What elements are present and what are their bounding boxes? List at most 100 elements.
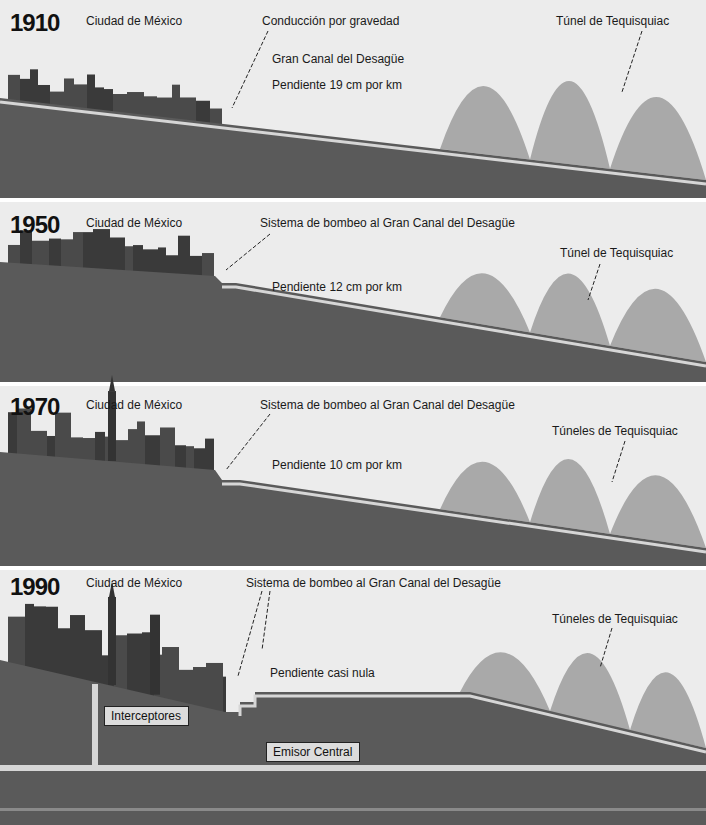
city-building: [8, 245, 20, 265]
city-tower: [150, 615, 160, 695]
year-label: 1910: [10, 10, 59, 36]
city-building: [70, 615, 85, 682]
city-building: [49, 239, 61, 268]
text-label: Ciudad de México: [86, 14, 182, 28]
city-building: [145, 435, 160, 467]
year-label: 1990: [10, 574, 59, 600]
city-building: [31, 431, 47, 458]
city-building: [158, 247, 166, 274]
label-box: Emisor Central: [266, 742, 360, 762]
text-label: Pendiente 19 cm por km: [272, 78, 402, 92]
city-building: [93, 229, 110, 271]
city-building: [83, 232, 93, 270]
text-label: Pendiente 12 cm por km: [272, 280, 402, 294]
city-building: [87, 74, 95, 111]
text-label: Túneles de Tequisquiac: [552, 424, 678, 438]
text-label: Túneles de Tequisquiac: [552, 612, 678, 626]
city-building: [194, 448, 205, 471]
city-building: [85, 630, 102, 685]
city-building: [125, 246, 133, 272]
city-building: [190, 256, 202, 277]
city-building: [205, 439, 214, 472]
emisor-tunnel: [0, 765, 706, 771]
city-building: [137, 421, 145, 466]
leader-line: [238, 591, 262, 676]
city-building: [61, 239, 73, 268]
text-label: Pendiente 10 cm por km: [272, 458, 402, 472]
city-building: [58, 628, 70, 678]
city-building: [114, 440, 128, 465]
city-building: [34, 606, 46, 672]
ground: [0, 262, 706, 382]
tower-spire: [109, 375, 115, 391]
city-building: [95, 87, 104, 112]
deep-layer: [0, 808, 706, 811]
city-building: [133, 245, 143, 273]
leader-line: [226, 234, 270, 270]
box-text: Emisor Central: [273, 745, 353, 759]
leader-line: [612, 441, 625, 482]
canal-band: [222, 287, 706, 366]
box-text: Interceptores: [111, 709, 182, 723]
city-building: [95, 432, 105, 463]
city-building: [8, 75, 20, 102]
text-label: Túnel de Tequisquiac: [560, 246, 673, 260]
city-building: [179, 670, 193, 707]
city-building: [175, 445, 186, 469]
ground: [0, 98, 706, 198]
city-building: [47, 436, 55, 459]
city-building: [127, 634, 142, 695]
ground: [0, 452, 706, 566]
city-building: [110, 237, 125, 272]
city-building: [20, 79, 30, 104]
city-building: [160, 427, 175, 468]
leader-line: [262, 591, 270, 650]
leader-line: [588, 264, 600, 300]
city-building: [104, 89, 113, 113]
ground: [0, 660, 706, 825]
city-building: [73, 232, 83, 269]
sky-panel: [0, 570, 706, 825]
city-building: [83, 438, 95, 462]
city-building: [30, 69, 38, 104]
text-label: Sistema de bombeo al Gran Canal del Desa…: [260, 398, 515, 412]
city-building: [166, 255, 178, 275]
text-label: Ciudad de México: [86, 216, 182, 230]
city-building: [178, 236, 190, 277]
leader-line: [232, 31, 268, 108]
city-building: [46, 607, 58, 676]
sky-panel: [0, 386, 706, 566]
canal-band: [0, 102, 706, 184]
city-building: [25, 604, 34, 670]
leader-line: [622, 31, 642, 92]
city-building: [64, 78, 74, 108]
city-building: [202, 253, 214, 278]
year-label: 1970: [10, 394, 59, 420]
text-label: Sistema de bombeo al Gran Canal del Desa…: [246, 576, 501, 590]
city-building: [193, 667, 206, 710]
city-building: [196, 101, 210, 125]
text-label: Pendiente casi nula: [270, 666, 375, 680]
city-building: [74, 84, 87, 110]
city-building: [127, 92, 144, 117]
city-building: [206, 663, 223, 714]
city-building: [8, 617, 25, 668]
city-tower: [108, 597, 116, 685]
sky-panel: [0, 0, 706, 198]
city-building: [162, 647, 179, 703]
label-box: Interceptores: [104, 706, 189, 726]
city-building: [172, 85, 180, 121]
interceptor-pipe: [92, 684, 98, 768]
city-building: [144, 96, 157, 118]
city-building: [128, 429, 137, 465]
text-label: Sistema de bombeo al Gran Canal del Desa…: [260, 216, 515, 230]
text-label: Ciudad de México: [86, 398, 182, 412]
leader-line: [226, 414, 270, 470]
text-label: Túnel de Tequisquiac: [556, 14, 669, 28]
city-building: [223, 677, 226, 714]
city-building: [71, 437, 83, 461]
city-building: [32, 241, 49, 267]
city-building: [180, 97, 196, 122]
